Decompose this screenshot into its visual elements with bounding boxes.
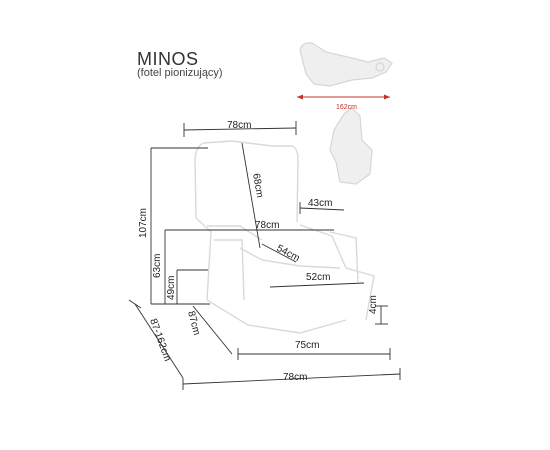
- leg-height-label: 4cm: [368, 295, 379, 314]
- product-subtitle: (fotel pionizujący): [137, 67, 223, 79]
- seat-width-label: 52cm: [306, 272, 330, 283]
- arm-width-label: 78cm: [255, 220, 279, 231]
- standing-chair-sketch: [329, 107, 373, 185]
- chair-sketch: [194, 140, 375, 334]
- armrest-depth-label: 43cm: [308, 198, 332, 209]
- recline-length-dimension: 162cm: [297, 94, 390, 111]
- base-width-label: 75cm: [295, 340, 319, 351]
- top-width-label: 78cm: [227, 120, 251, 131]
- back-height-label: 68cm: [250, 173, 265, 199]
- depth-range-label: 87-162cm: [147, 317, 173, 363]
- reclined-chair-sketch: [299, 42, 393, 87]
- total-height-label: 107cm: [138, 208, 149, 238]
- arm-height-label: 63cm: [152, 254, 163, 278]
- seat-depth-label: 54cm: [275, 243, 302, 264]
- seat-height-label: 49cm: [166, 276, 177, 300]
- recline-length-label: 162cm: [336, 104, 357, 111]
- total-width-label: 78cm: [283, 372, 307, 383]
- product-title: MINOS: [137, 49, 199, 69]
